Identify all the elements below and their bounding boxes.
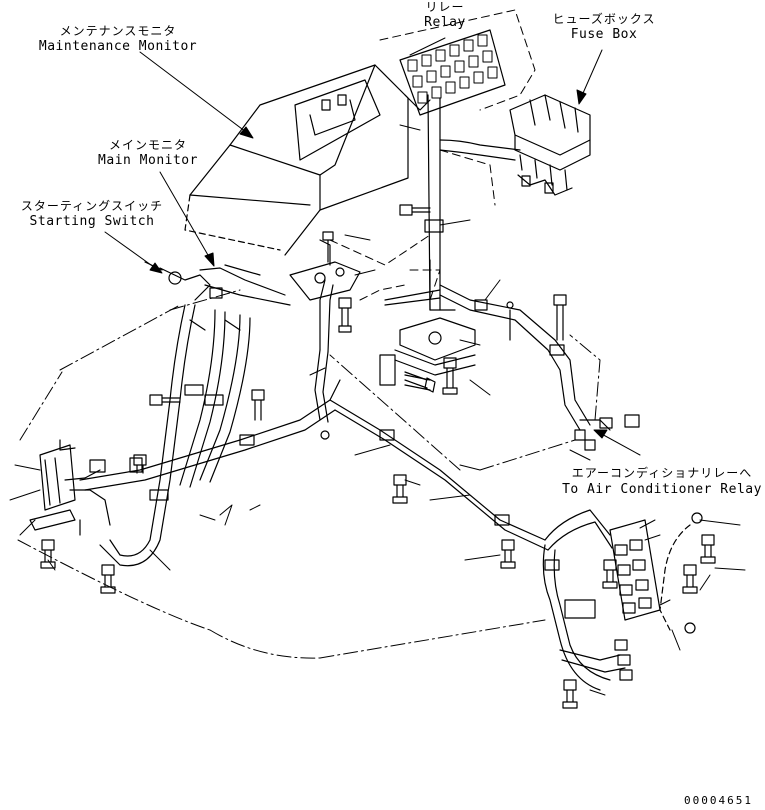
main-harness-vertical bbox=[425, 95, 520, 310]
bottom-right-relay-bank bbox=[543, 510, 660, 690]
starting-switch-assembly bbox=[145, 262, 290, 305]
relay-label-en: Relay bbox=[424, 15, 466, 30]
bolt-icon bbox=[41, 540, 55, 568]
bolt-icon bbox=[323, 232, 333, 262]
left-bracket bbox=[30, 440, 142, 535]
ring-terminal-icon bbox=[692, 513, 702, 523]
bolt-icon bbox=[603, 560, 617, 588]
bolt-icon bbox=[683, 565, 697, 593]
air-conditioner-relay-label-en: To Air Conditioner Relay bbox=[562, 482, 762, 497]
drawing-number: 00004651 bbox=[684, 794, 753, 807]
main-monitor-label-en: Main Monitor bbox=[98, 153, 198, 168]
center-base-plate bbox=[380, 318, 475, 390]
bolt-icon bbox=[554, 295, 566, 340]
fuse-box bbox=[510, 95, 590, 195]
bolt-icon bbox=[405, 372, 435, 392]
fuse-box-label-en: Fuse Box bbox=[570, 27, 638, 42]
bolt-icon bbox=[134, 455, 146, 473]
main-monitor-label-jp: メインモニタ bbox=[108, 138, 188, 152]
main-monitor-bracket bbox=[290, 240, 360, 300]
bolt-icons bbox=[41, 205, 715, 708]
ground-leads bbox=[660, 513, 702, 633]
relay-label-jp: リレー bbox=[425, 0, 465, 14]
starting-switch-label-en: Starting Switch bbox=[29, 214, 155, 229]
left-harness-bundle bbox=[100, 305, 250, 566]
ring-terminal-icon bbox=[685, 623, 695, 633]
maintenance-monitor-label-jp: メンテナンスモニタ bbox=[59, 24, 177, 38]
cross-harness bbox=[80, 280, 548, 550]
maintenance-monitor-label-en: Maintenance Monitor bbox=[38, 39, 198, 54]
maintenance-monitor-console bbox=[185, 65, 408, 255]
bolt-icon bbox=[563, 680, 577, 708]
leader-lines bbox=[10, 38, 745, 695]
relay-block bbox=[400, 30, 505, 115]
bolt-icon bbox=[150, 395, 180, 405]
bolt-icon bbox=[443, 358, 457, 394]
console-body-dashed bbox=[330, 10, 535, 300]
floor-plate-outline bbox=[18, 290, 600, 658]
starting-switch-label-jp: スターティングスイッチ bbox=[20, 199, 164, 213]
bolt-icon bbox=[339, 298, 351, 332]
bolt-icon bbox=[252, 390, 264, 420]
fuse-box-label-jp: ヒューズボックス bbox=[552, 12, 656, 26]
bolt-icon bbox=[393, 475, 407, 503]
bolt-icon bbox=[400, 205, 430, 215]
right-harness bbox=[385, 285, 639, 450]
air-conditioner-relay-label-jp: エアーコンディショナリレーへ bbox=[571, 466, 753, 480]
bolt-icon bbox=[701, 535, 715, 563]
bolt-icon bbox=[101, 565, 115, 593]
bolt-icon bbox=[501, 540, 515, 568]
